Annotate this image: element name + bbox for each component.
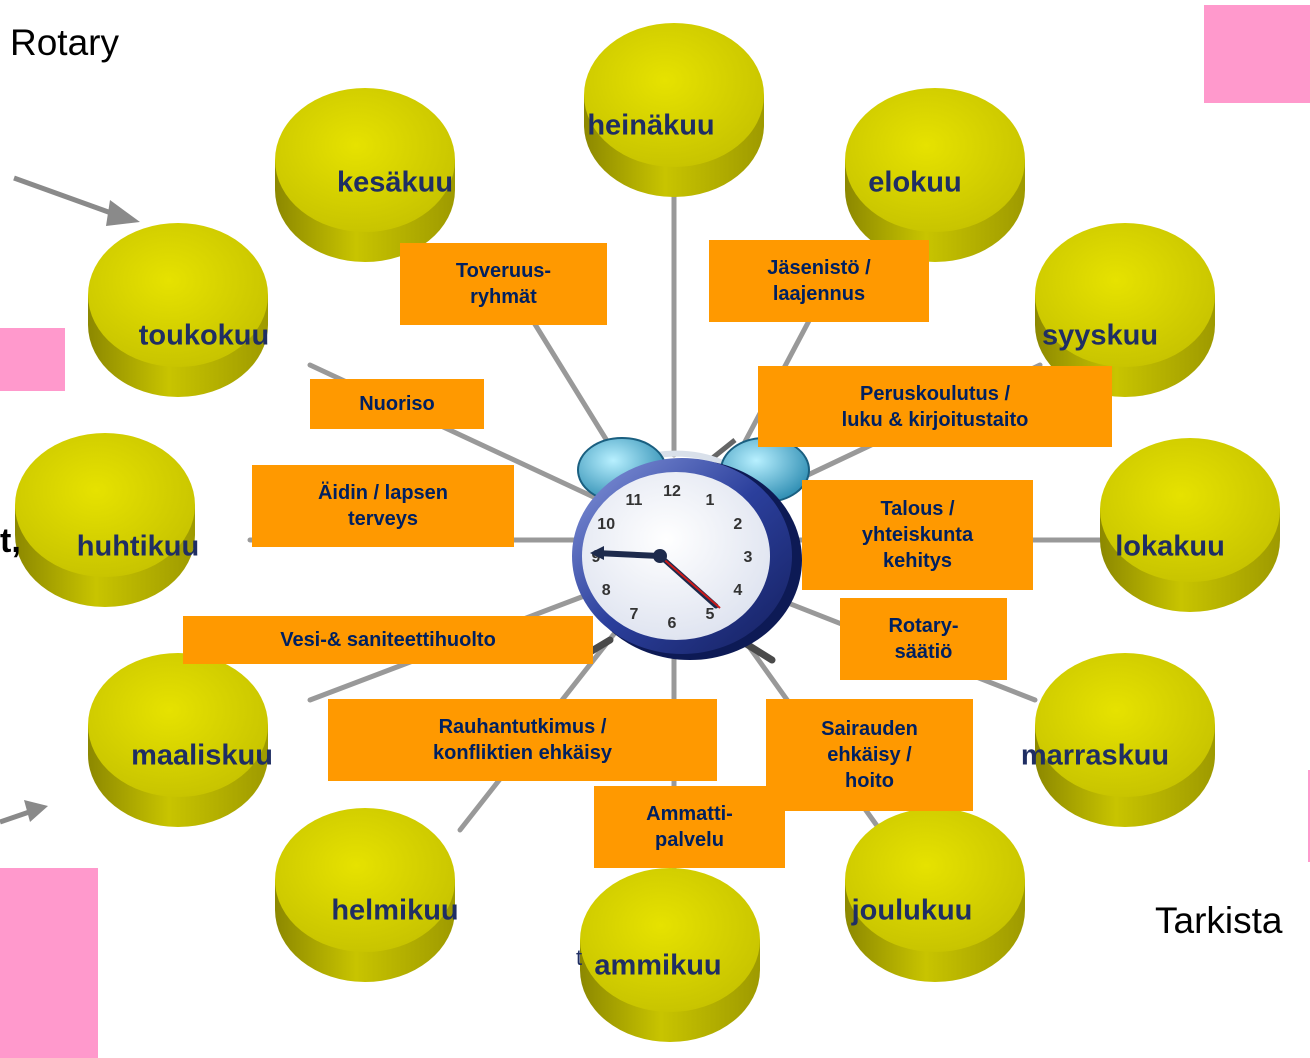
arrow-to-toukokuu xyxy=(13,175,126,221)
clock-numeral-9: 9 xyxy=(592,549,601,566)
pink-block-bottom-left xyxy=(0,868,98,1058)
clock-numeral-1: 1 xyxy=(706,492,715,509)
pink-block-top-right xyxy=(1204,5,1310,103)
month-tammikuu: ammikuu xyxy=(594,949,722,982)
theme-nuoriso: Nuoriso xyxy=(310,379,484,429)
cylinder-heinakuu xyxy=(584,23,764,197)
pink-block-right xyxy=(1308,770,1310,862)
cylinder-toukokuu xyxy=(88,223,268,397)
month-toukokuu: toukokuu xyxy=(138,319,270,352)
month-marraskuu: marraskuu xyxy=(1020,739,1170,772)
theme-vesi: Vesi-& saniteettihuolto xyxy=(183,616,593,664)
month-heinakuu: heinäkuu xyxy=(587,109,715,142)
month-maaliskuu: maaliskuu xyxy=(131,739,273,772)
clock-numeral-3: 3 xyxy=(744,549,753,566)
month-helmikuu: helmikuu xyxy=(331,894,459,927)
clock-numeral-4: 4 xyxy=(733,582,742,599)
clock-face xyxy=(582,472,770,640)
theme-toveruus: Toveruus- ryhmät xyxy=(400,243,607,325)
theme-sairauden: Sairauden ehkäisy / hoito xyxy=(766,699,973,811)
cylinder-kesakuu xyxy=(275,88,455,262)
theme-ammatti: Ammatti- palvelu xyxy=(594,786,785,868)
clock-numeral-2: 2 xyxy=(733,516,742,533)
month-kesakuu: kesäkuu xyxy=(336,166,454,199)
clock-numeral-7: 7 xyxy=(630,606,639,623)
theme-rauhan: Rauhantutkimus / konfliktien ehkäisy xyxy=(328,699,717,781)
stray-letter: t xyxy=(576,945,583,970)
month-lokakuu: lokakuu xyxy=(1115,530,1225,563)
edge-fragment-text: t, xyxy=(0,522,21,560)
clock-numeral-12: 12 xyxy=(663,483,681,500)
hour-hand xyxy=(593,550,663,559)
theme-talous: Talous / yhteiskunta kehitys xyxy=(802,480,1033,590)
cylinder-lokakuu xyxy=(1100,438,1280,612)
second-hand xyxy=(659,555,721,609)
clock-numeral-8: 8 xyxy=(602,582,611,599)
theme-peruskoulutus: Peruskoulutus / luku & kirjoitustaito xyxy=(758,366,1112,447)
month-elokuu: elokuu xyxy=(868,166,962,199)
cylinder-joulukuu xyxy=(845,808,1025,982)
theme-saatio: Rotary- säätiö xyxy=(840,598,1007,680)
month-joulukuu: joulukuu xyxy=(851,894,973,927)
clock-numeral-6: 6 xyxy=(668,615,677,632)
arrowhead-top xyxy=(106,200,140,226)
clock-numeral-10: 10 xyxy=(597,516,615,533)
month-cylinders xyxy=(15,23,1280,1042)
pink-block-left xyxy=(0,328,65,391)
cylinder-huhtikuu xyxy=(15,433,195,607)
clock-numeral-11: 11 xyxy=(626,492,643,509)
month-syyskuu: syyskuu xyxy=(1041,319,1159,352)
cylinder-maaliskuu xyxy=(88,653,268,827)
cylinder-elokuu xyxy=(845,88,1025,262)
month-huhtikuu: huhtikuu xyxy=(76,530,200,563)
pointer-arrows xyxy=(0,175,140,825)
theme-aidin: Äidin / lapsen terveys xyxy=(252,465,514,547)
cylinder-marraskuu xyxy=(1035,653,1215,827)
tarkista-label: Tarkista xyxy=(1155,900,1283,941)
theme-jasenisto: Jäsenistö / laajennus xyxy=(709,240,929,322)
arrowhead-bottom xyxy=(24,800,48,822)
rotary-label: Rotary xyxy=(10,22,119,63)
clock-numeral-5: 5 xyxy=(706,606,715,623)
cylinder-helmikuu xyxy=(275,808,455,982)
cylinder-tammikuu xyxy=(580,868,760,1042)
